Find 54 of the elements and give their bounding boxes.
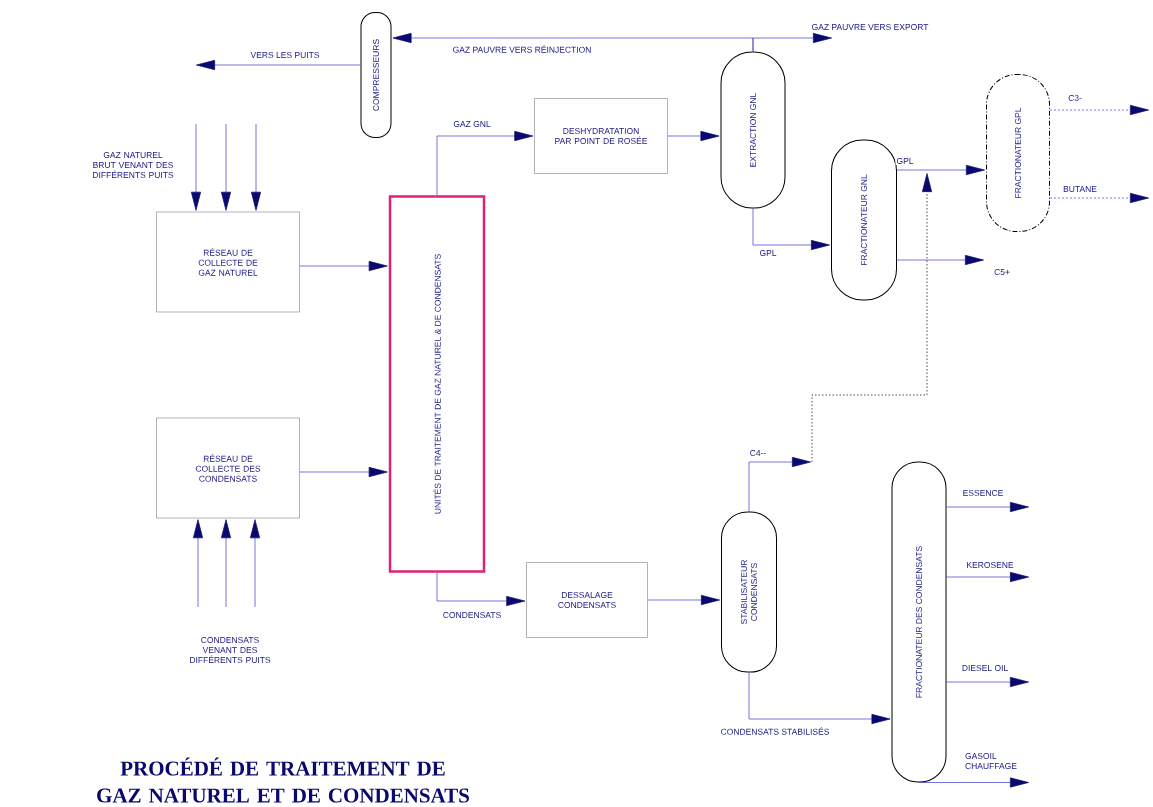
arrow xyxy=(748,672,891,724)
note-text: CONDENSATS VENANT DES DIFFÉRENTS PUITS xyxy=(190,637,271,663)
edge-label: CONDENSATS xyxy=(441,611,503,619)
arrow xyxy=(752,208,830,250)
arrow xyxy=(250,519,260,608)
column-vessel: STABILISATEUR CONDENSATS xyxy=(721,511,777,673)
column-vessel: COMPRESSEURS xyxy=(360,12,392,138)
process-box: RÉSEAU DE COLLECTE DES CONDENSATS xyxy=(156,417,300,519)
column-vessel: FRACTIONATEUR GNL xyxy=(831,139,897,301)
arrow xyxy=(299,467,388,477)
edge-label: GPL xyxy=(895,157,915,165)
process-box: DESSALAGE CONDENSATS xyxy=(526,562,648,638)
edge-label: C3- xyxy=(1067,94,1083,102)
arrow xyxy=(946,572,1029,582)
arrow xyxy=(946,677,1029,687)
edge-label: DIESEL OIL xyxy=(960,664,1010,672)
arrow xyxy=(251,123,261,211)
arrow xyxy=(896,255,984,265)
column-vessel: FRACTIONATEUR GPL xyxy=(986,74,1050,232)
edge-label: ESSENCE xyxy=(961,489,1005,497)
process-box: RÉSEAU DE COLLECTE DE GAZ NATUREL xyxy=(156,211,300,313)
arrow xyxy=(221,123,231,211)
process-box: DESHYDRATATION PAR POINT DE ROSÉE xyxy=(534,98,668,174)
edge-label: C5+ xyxy=(993,268,1011,276)
arrow xyxy=(191,123,201,211)
edge-label: VERS LES PUITS xyxy=(249,51,321,59)
edge-label: BUTANE xyxy=(1062,185,1098,193)
arrow xyxy=(1049,105,1149,115)
note-text: GAZ NATUREL BRUT VENANT DES DIFFÉRENTS PUITS xyxy=(93,152,174,178)
arrow xyxy=(299,261,388,271)
arrow xyxy=(752,33,832,52)
arrow xyxy=(896,165,985,175)
edge-label: GASOIL CHAUFFAGE xyxy=(964,752,1026,770)
arrow xyxy=(221,519,231,608)
arrow xyxy=(647,595,720,605)
arrow xyxy=(436,131,534,196)
arrow xyxy=(193,519,203,608)
edge-label: GAZ PAUVRE VERS RÉINJECTION xyxy=(451,44,593,54)
title: PROCÉDÉ DE TRAITEMENT DE GAZ NATUREL ET DE CONDENSATS xyxy=(97,757,469,803)
edge-label: KEROSENE xyxy=(965,561,1015,569)
process-unit-box: UNITÉS DE TRAITEMENT DE GAZ NATUREL & DE CONDENSATS xyxy=(388,195,486,573)
column-vessel: FRACTIONATEUR DES CONDENSATS xyxy=(891,461,947,783)
arrow xyxy=(667,131,720,141)
arrow xyxy=(918,777,1029,788)
edge-label: GAZ PAUVRE VERS EXPORT xyxy=(810,23,930,31)
edge-label: CONDENSATS STABILISÉS xyxy=(719,726,831,736)
arrow xyxy=(196,60,361,70)
arrow xyxy=(946,502,1029,512)
edge-label: C4-- xyxy=(748,449,768,457)
arrow xyxy=(436,572,526,606)
arrow xyxy=(748,457,811,512)
column-vessel: EXTRACTION GNL xyxy=(720,51,786,209)
edge-label: GPL xyxy=(758,249,778,257)
edge-label: GAZ GNL xyxy=(452,120,492,128)
